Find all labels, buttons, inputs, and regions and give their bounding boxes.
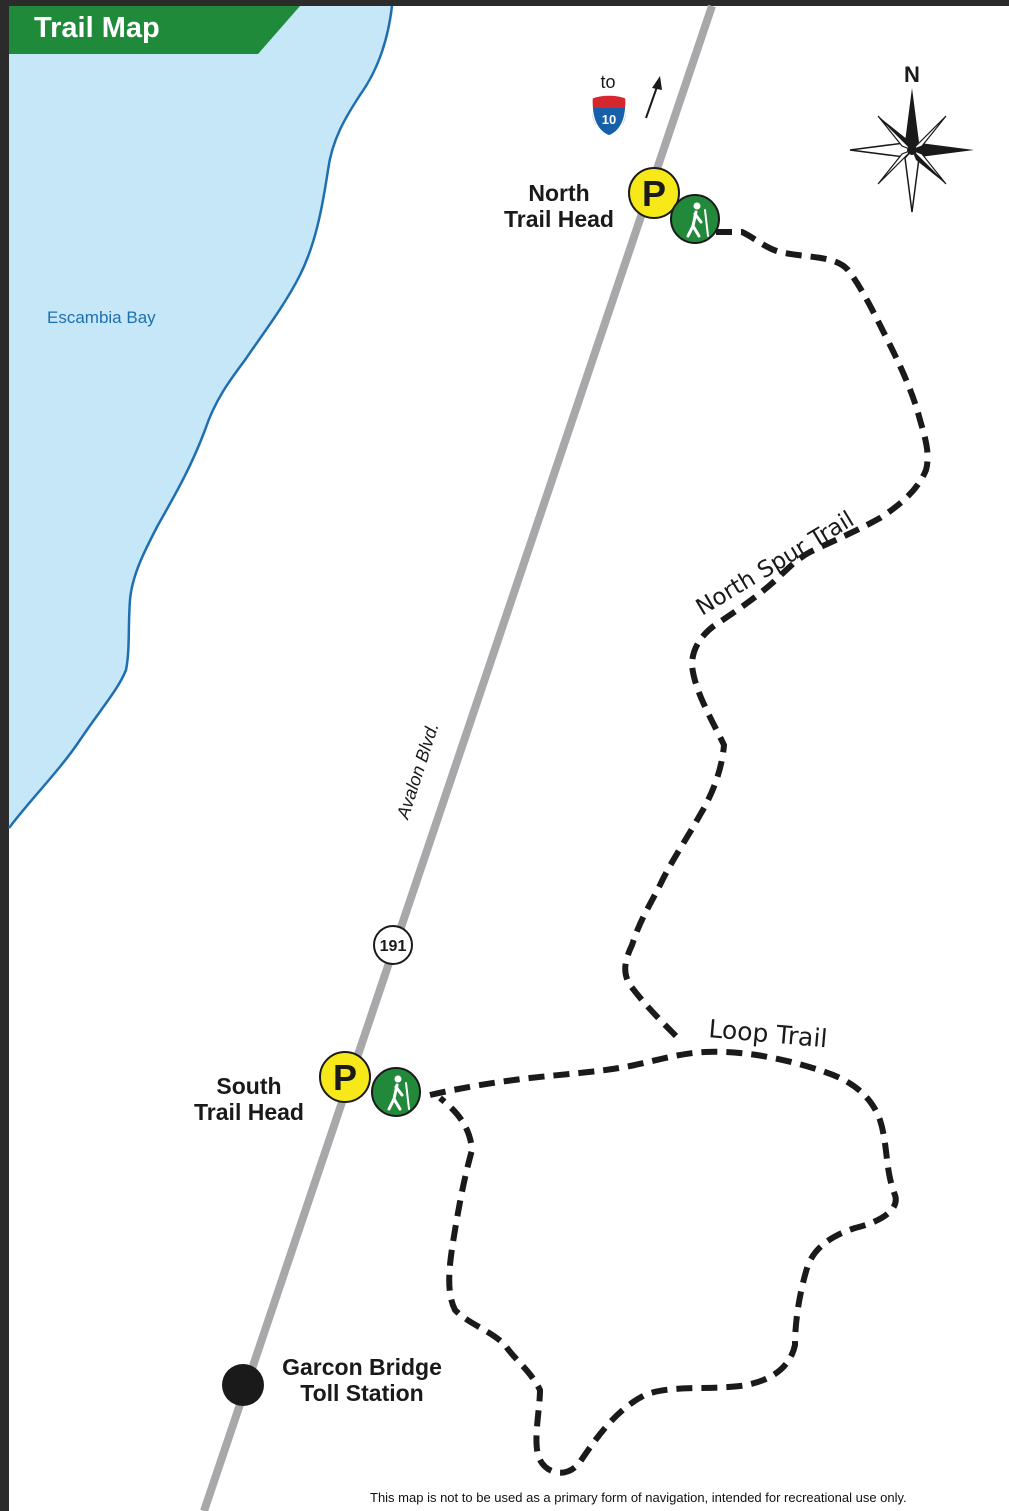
- compass-rose-icon: [849, 88, 974, 213]
- svg-text:191: 191: [380, 938, 407, 955]
- svg-text:P: P: [642, 173, 666, 214]
- north-trail-head-label: North Trail Head: [504, 180, 614, 232]
- north-spur-trail-path: [622, 229, 931, 1043]
- avalon-blvd-road: [200, 4, 716, 1511]
- disclaimer-text: This map is not to be used as a primary …: [370, 1490, 907, 1505]
- toll-station-label: Garcon Bridge Toll Station: [282, 1354, 442, 1406]
- south-hiker-icon: [371, 1067, 421, 1117]
- direction-arrow-icon: [645, 76, 662, 119]
- svg-text:10: 10: [602, 112, 616, 127]
- south-parking-icon: P: [319, 1051, 371, 1103]
- route-191-marker-icon: 191: [373, 925, 413, 965]
- left-border: [0, 0, 9, 1511]
- road-label: Avalon Blvd.: [392, 720, 442, 822]
- escambia-bay-label: Escambia Bay: [47, 308, 156, 327]
- toll-station-marker-icon: [222, 1364, 264, 1406]
- map-title: Trail Map: [34, 12, 160, 44]
- compass-north-label: N: [904, 62, 920, 87]
- interstate-to-label: to: [600, 72, 615, 92]
- escambia-bay-water: [9, 6, 392, 828]
- loop-trail-path: [429, 1048, 899, 1476]
- top-border: [0, 0, 1009, 6]
- north-parking-icon: P: [628, 167, 680, 219]
- loop-trail-label: Loop Trail: [707, 1014, 828, 1053]
- title-tab-bg: [9, 6, 300, 54]
- south-trail-head-label: South Trail Head: [194, 1073, 304, 1125]
- north-hiker-icon: [670, 194, 720, 244]
- svg-text:P: P: [333, 1057, 357, 1098]
- north-spur-trail-label: North Spur Trail: [692, 507, 859, 622]
- shoreline: [8, 5, 394, 829]
- interstate-10-shield-icon: 10: [591, 94, 627, 137]
